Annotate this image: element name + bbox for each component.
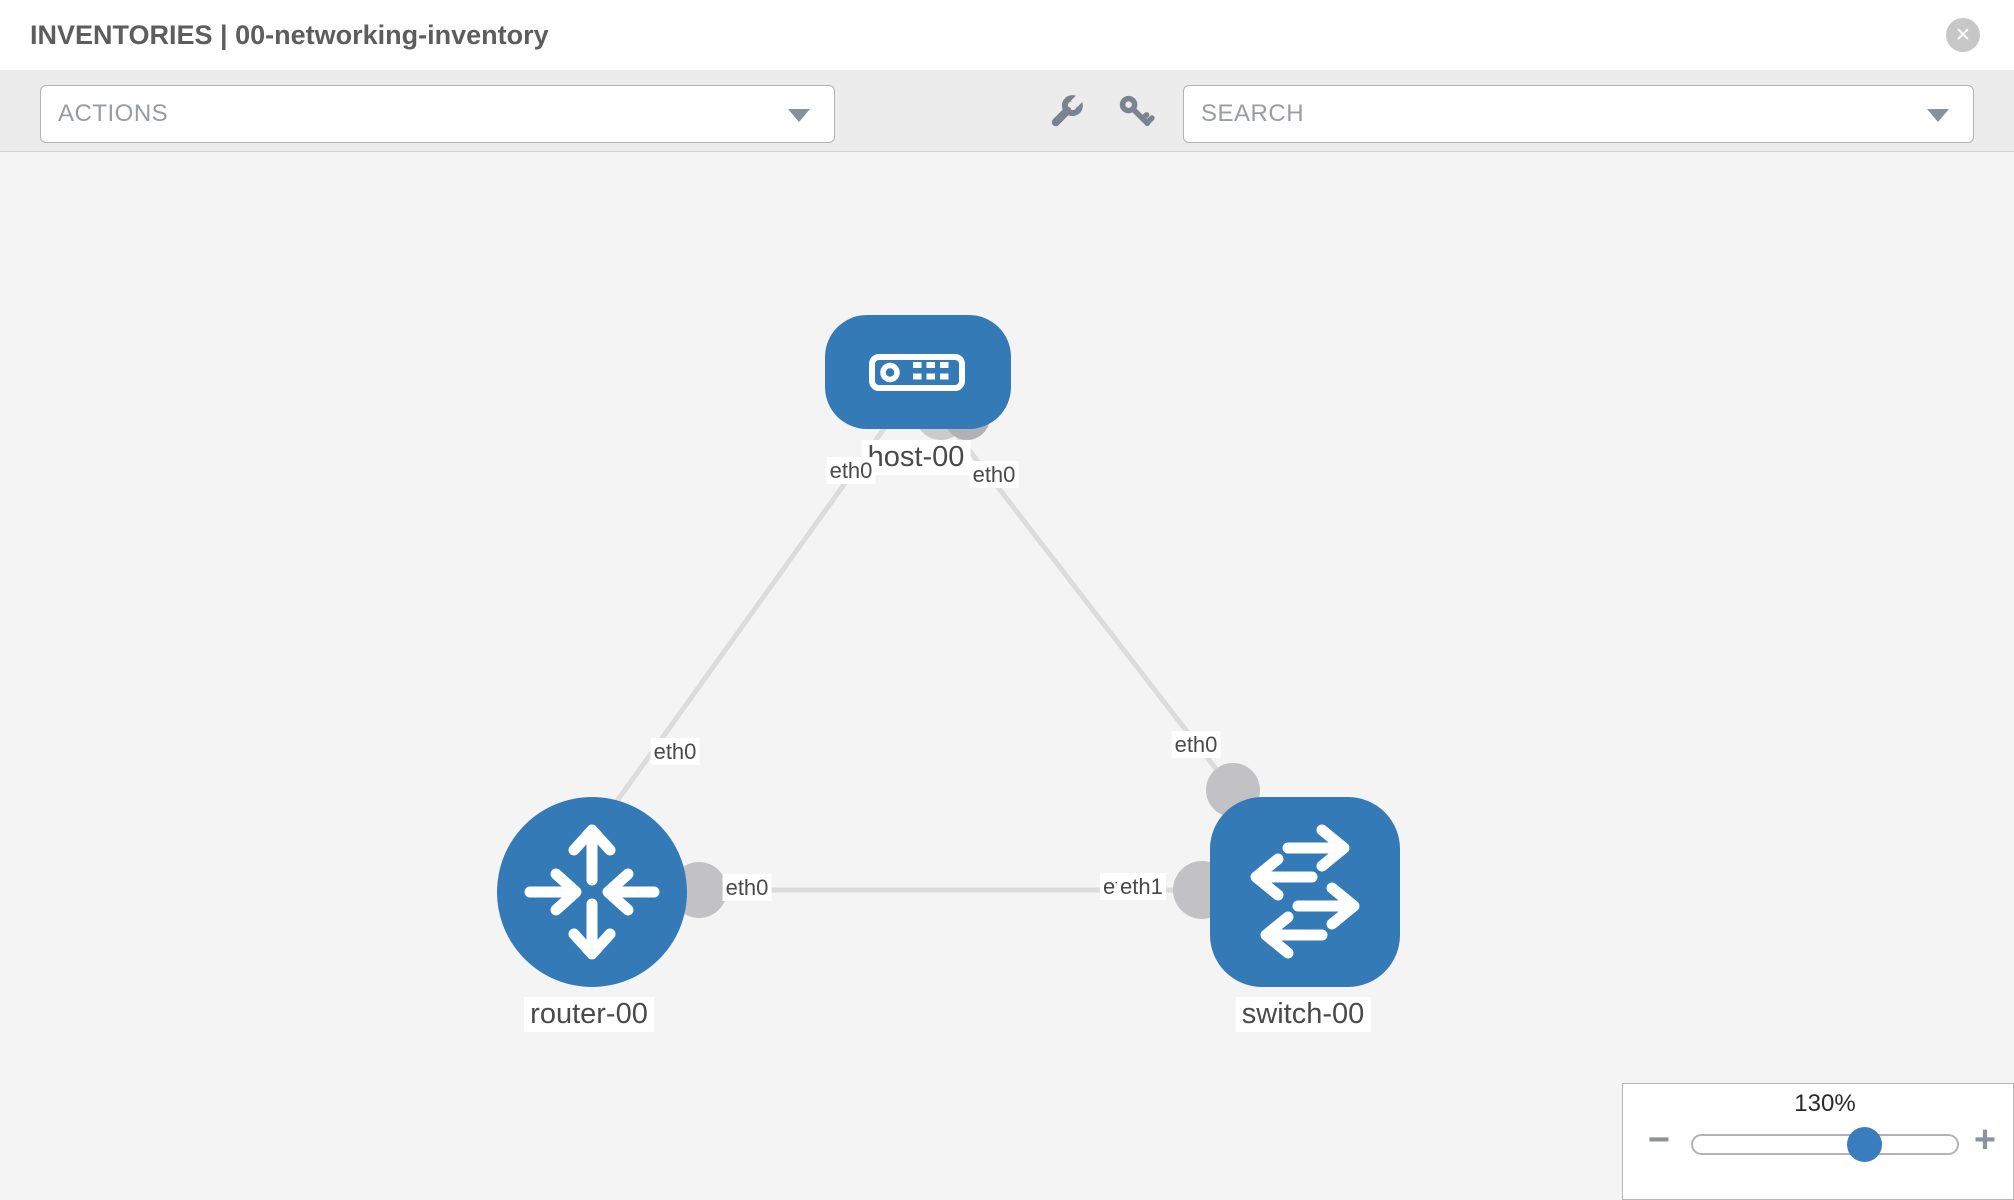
tools-button[interactable]: [1044, 92, 1088, 132]
interface-label-host-left: eth0: [826, 457, 876, 484]
close-button[interactable]: ✕: [1946, 18, 1980, 52]
close-icon: ✕: [1955, 24, 1971, 46]
actions-dropdown[interactable]: ACTIONS: [40, 85, 835, 143]
interface-label-host-right: eth0: [969, 461, 1019, 488]
host-icon: [869, 354, 965, 391]
toolbar: ACTIONS SEARCH: [0, 70, 2014, 152]
zoom-level-value: 130%: [1794, 1090, 1856, 1117]
minus-icon: −: [1647, 1119, 1671, 1161]
search-dropdown[interactable]: SEARCH: [1183, 85, 1974, 143]
node-host-00[interactable]: [825, 315, 1011, 429]
chevron-down-icon: [1927, 109, 1949, 122]
interface-label-switch-top: eth0: [1171, 731, 1221, 758]
interface-label-router-top: eth0: [650, 738, 700, 765]
switch-icon: [1250, 824, 1360, 959]
plus-icon: +: [1973, 1119, 1997, 1161]
credentials-button[interactable]: [1114, 92, 1158, 132]
node-router-00[interactable]: [497, 797, 687, 987]
node-switch-00[interactable]: [1210, 797, 1400, 987]
wrench-icon: [1051, 93, 1085, 127]
router-icon: [524, 824, 660, 960]
zoom-slider-track[interactable]: [1691, 1134, 1959, 1155]
link-lines: [609, 424, 1235, 893]
interface-label-router-right: eth0: [722, 874, 772, 901]
topology-canvas[interactable]: host-00 router-00 switch-00 eth0 eth0 et…: [0, 152, 2014, 1200]
zoom-slider-thumb[interactable]: [1847, 1127, 1882, 1162]
topology-graph: [497, 315, 1400, 987]
link-host-switch: [950, 426, 1235, 793]
window-header: INVENTORIES | 00-networking-inventory ✕: [0, 0, 2014, 70]
interface-label-switch-left-over: eth1: [1117, 873, 1166, 900]
page-title: INVENTORIES | 00-networking-inventory: [30, 20, 549, 50]
chevron-down-icon: [788, 109, 810, 122]
search-dropdown-label: SEARCH: [1201, 100, 1305, 127]
key-icon: [1119, 95, 1155, 127]
zoom-in-button[interactable]: +: [1971, 1120, 1999, 1160]
node-label-switch: switch-00: [1235, 997, 1371, 1032]
node-label-host: host-00: [861, 440, 971, 475]
actions-dropdown-label: ACTIONS: [58, 100, 169, 127]
zoom-out-button[interactable]: −: [1645, 1120, 1673, 1160]
zoom-control-panel: 130% − +: [1622, 1083, 2014, 1200]
node-label-router: router-00: [524, 997, 654, 1032]
